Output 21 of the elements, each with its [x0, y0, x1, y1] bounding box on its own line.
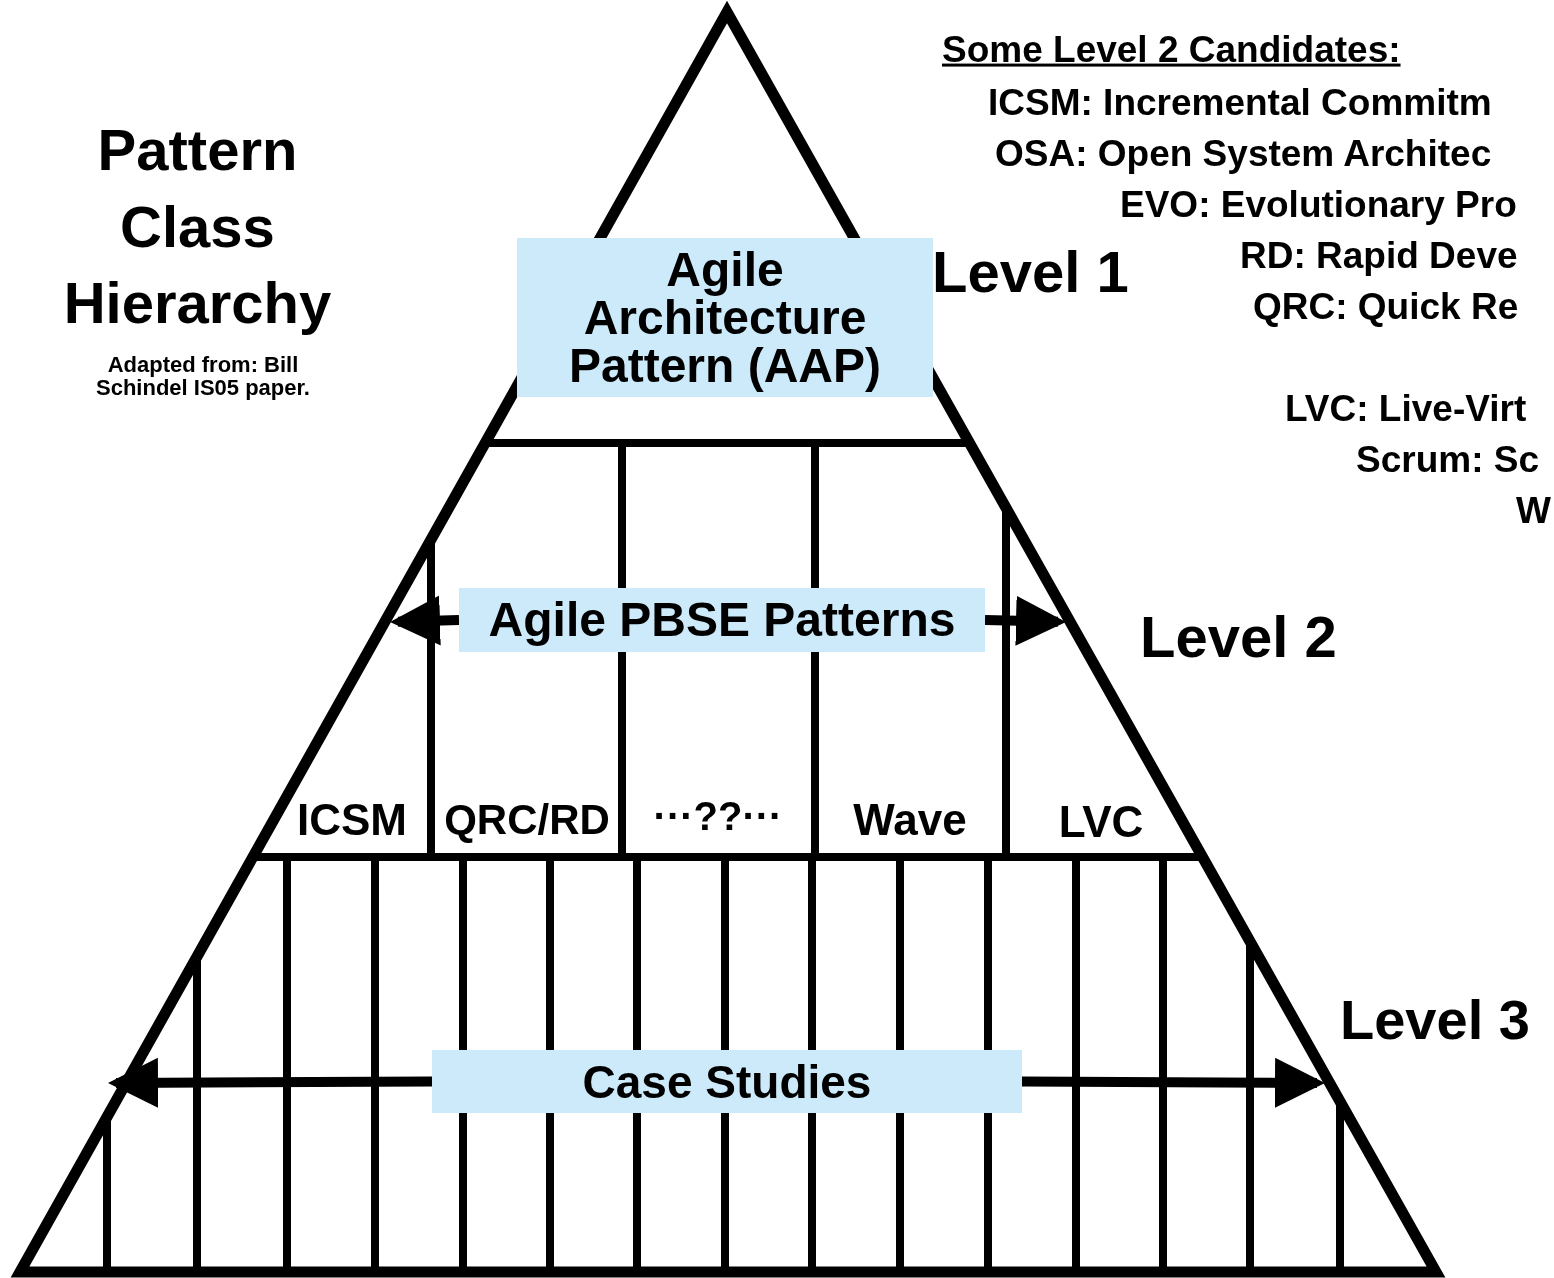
list-item: Scrum: Sc: [1356, 440, 1539, 480]
arrow: [1021, 1057, 1325, 1108]
list-item: OSA: Open System Architec: [995, 134, 1492, 174]
list-item: EVO: Evolutionary Pro: [1120, 185, 1517, 225]
source-note: Adapted from: Bill Schindel IS05 paper.: [95, 352, 311, 400]
level-label: Level 3: [1340, 990, 1530, 1050]
diagram-title: Pattern Class Hierarchy: [62, 116, 333, 338]
pattern-box: Agile Architecture Pattern (AAP): [517, 238, 933, 397]
level-label: Level 1: [932, 241, 1129, 303]
list-item: RD: Rapid Deve: [1240, 236, 1518, 276]
arrow: [390, 595, 460, 646]
level-label: Level 2: [1140, 606, 1337, 668]
pattern-box: Case Studies: [432, 1050, 1022, 1113]
list-item: W: [1516, 491, 1551, 531]
list-item: QRC: Quick Re: [1253, 287, 1519, 327]
pattern-box: Agile PBSE Patterns: [459, 588, 985, 652]
arrow: [108, 1057, 433, 1108]
arrow: [984, 595, 1066, 646]
list-item: ICSM: Incremental Commitm: [988, 83, 1492, 123]
list-item: LVC: Live-Virt: [1285, 389, 1527, 429]
list-heading: Some Level 2 Candidates:: [942, 30, 1401, 70]
